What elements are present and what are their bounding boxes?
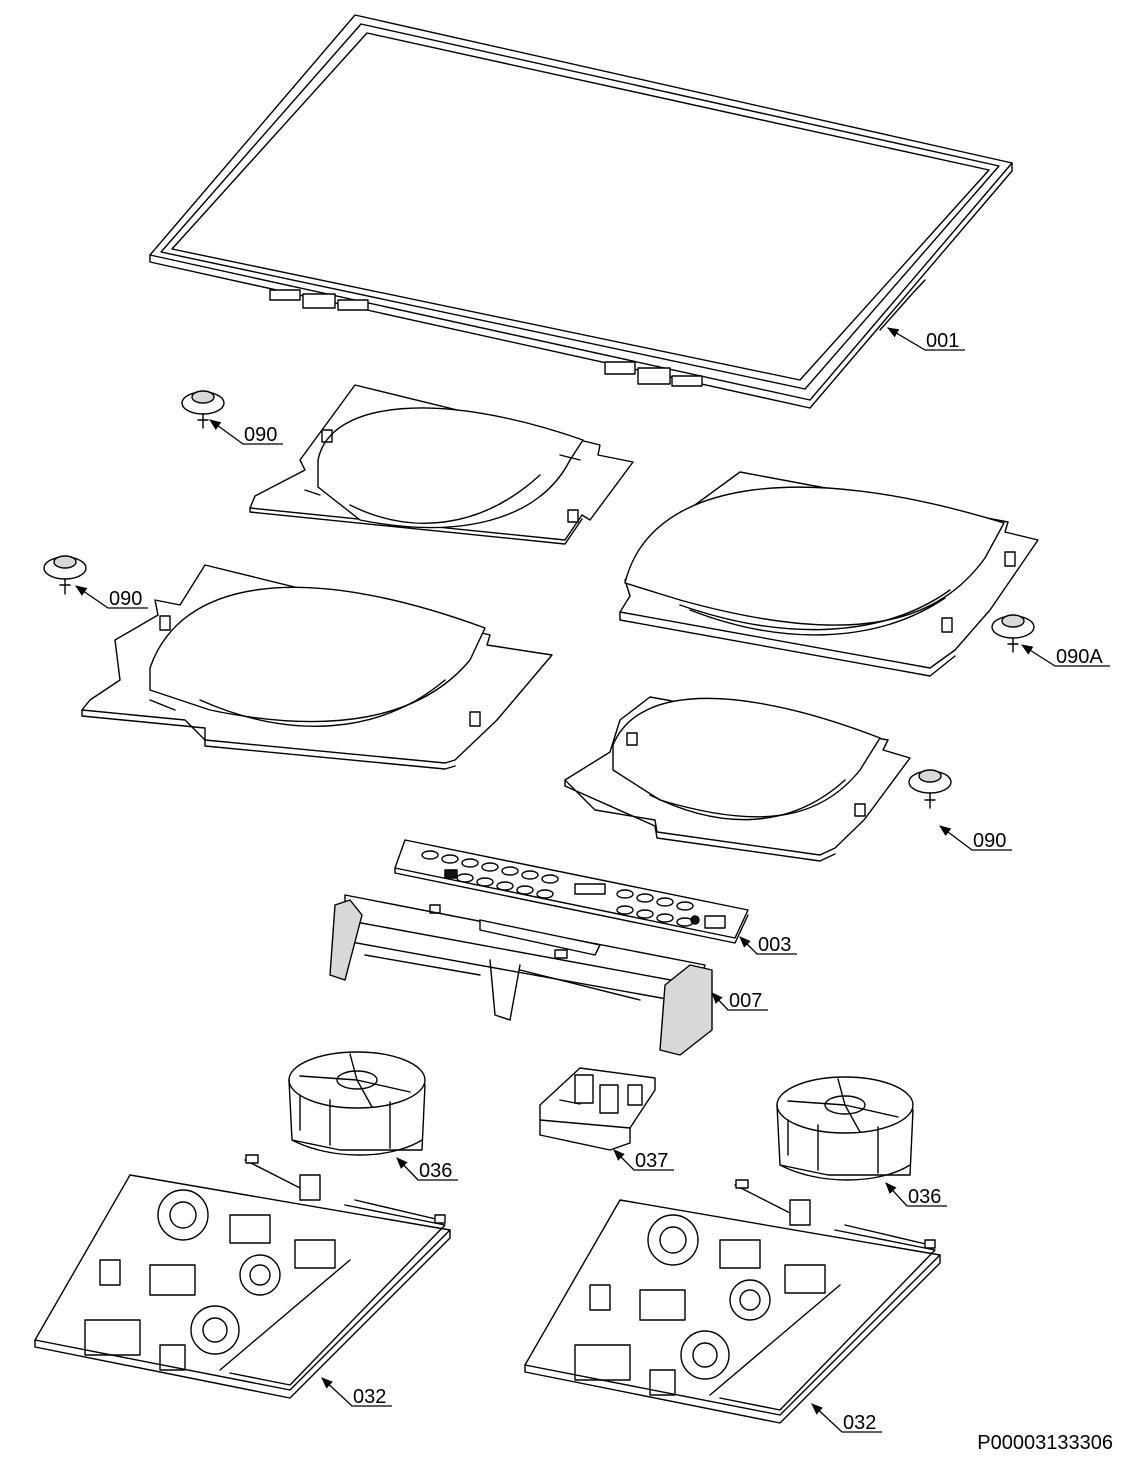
induction-coil-bottom-right xyxy=(564,696,911,862)
callout-001: 001 xyxy=(886,327,965,352)
induction-coil-top-left xyxy=(249,384,634,545)
callout-032-right: 032 xyxy=(811,1403,882,1434)
control-board xyxy=(394,839,749,944)
power-board-left xyxy=(34,1154,451,1399)
callout-037: 037 xyxy=(613,1149,674,1172)
callout-090-top-left: 090 xyxy=(209,419,283,446)
relay-module xyxy=(539,1067,656,1151)
temperature-sensor-middle-left xyxy=(43,555,87,595)
temperature-sensor-right xyxy=(991,614,1035,653)
callout-label-032-right: 032 xyxy=(843,1412,876,1434)
callout-036-left: 036 xyxy=(396,1157,458,1182)
callout-label-007: 007 xyxy=(729,990,762,1012)
callout-label-001: 001 xyxy=(926,330,959,352)
induction-coil-middle-left xyxy=(81,564,553,770)
glass-top-panel xyxy=(149,14,1013,409)
temperature-sensor-top-left xyxy=(181,390,225,429)
callout-label-036-right: 036 xyxy=(908,1186,941,1208)
power-board-right xyxy=(524,1179,941,1424)
cooling-fan-right xyxy=(776,1076,914,1181)
callout-label-090-bottom-right: 090 xyxy=(973,830,1006,852)
temperature-sensor-bottom-right xyxy=(908,769,952,809)
cooling-fan-left xyxy=(288,1051,426,1156)
document-id: P00003133306 xyxy=(977,1432,1113,1454)
callout-label-090-middle-left: 090 xyxy=(109,588,142,610)
callout-032-left: 032 xyxy=(321,1377,392,1408)
callout-090A: 090A xyxy=(1021,644,1110,668)
callout-label-032-left: 032 xyxy=(353,1386,386,1408)
callout-label-090A: 090A xyxy=(1056,646,1103,668)
callout-007: 007 xyxy=(711,990,768,1012)
induction-coil-right xyxy=(619,471,1039,677)
callout-090-bottom-right: 090 xyxy=(939,825,1012,852)
callout-label-090-top-left: 090 xyxy=(244,424,277,446)
callout-036-right: 036 xyxy=(885,1182,947,1208)
callout-090-middle-left: 090 xyxy=(75,585,148,610)
callout-label-036-left: 036 xyxy=(419,1160,452,1182)
support-frame xyxy=(329,894,713,1056)
callout-label-003: 003 xyxy=(758,934,791,956)
callout-003: 003 xyxy=(739,934,797,956)
callout-label-037: 037 xyxy=(635,1150,668,1172)
